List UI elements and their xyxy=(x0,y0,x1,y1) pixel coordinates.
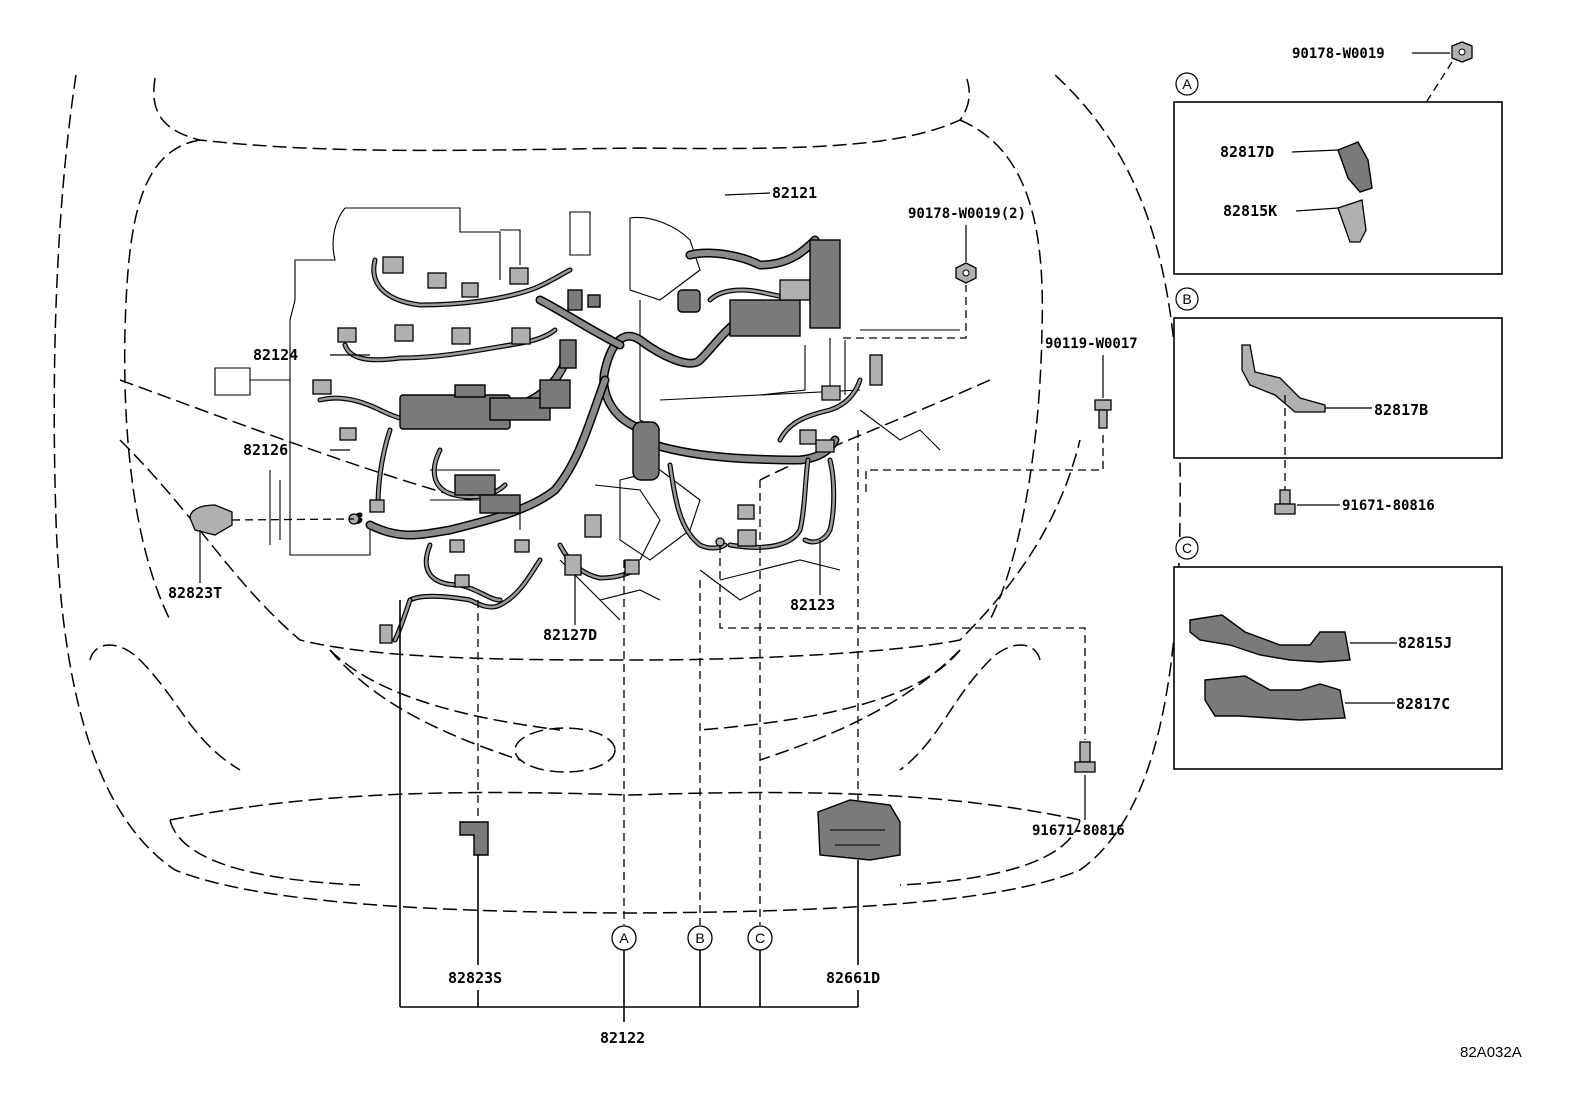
vehicle-outline xyxy=(53,74,1181,914)
clamp-82815k-icon xyxy=(1337,199,1367,243)
bolt-91671-detail-icon xyxy=(1274,489,1296,515)
junction-block-82661d-icon xyxy=(817,799,901,861)
svg-text:A: A xyxy=(619,930,629,946)
nut-90178-detail-icon xyxy=(1451,41,1473,63)
label-82123: 82123 xyxy=(790,596,835,614)
callout-c: C xyxy=(747,925,773,951)
label-82124: 82124 xyxy=(253,346,298,364)
label-82122: 82122 xyxy=(600,1029,645,1047)
callout-a: A xyxy=(611,925,637,951)
label-82823t: 82823T xyxy=(168,584,222,602)
protector-82815j-icon xyxy=(1189,614,1351,663)
clamp-82823t-icon xyxy=(189,504,233,536)
figure-id: 82A032A xyxy=(1460,1044,1522,1061)
detail-panel-a: A 90178-W0019 82817D 82815K xyxy=(1173,41,1503,275)
label-82815j: 82815J xyxy=(1398,634,1452,652)
panel-b-tag: B xyxy=(1182,291,1191,307)
label-90178-w0019-2: 90178-W0019(2) xyxy=(908,206,1026,222)
nut-90178-icon xyxy=(955,262,977,284)
label-82823s: 82823S xyxy=(448,969,502,987)
bolt-91671-icon xyxy=(1074,741,1096,773)
engine-bay-linework xyxy=(214,207,960,621)
protector-82817d-icon xyxy=(1337,141,1373,193)
bolt-90119-icon xyxy=(1094,399,1112,429)
label-82127d: 82127D xyxy=(543,626,597,644)
label-82661d: 82661D xyxy=(826,969,880,987)
leader-lines xyxy=(199,61,1453,1022)
detail-panel-c: C 82815J 82817C xyxy=(1173,536,1503,770)
svg-text:B: B xyxy=(695,930,704,946)
label-90119-w0017: 90119-W0017 xyxy=(1045,336,1138,352)
protector-82817c-icon xyxy=(1204,675,1346,721)
callout-b: B xyxy=(687,925,713,951)
label-82817c: 82817C xyxy=(1396,695,1450,713)
connectors xyxy=(312,239,883,644)
panel-a-tag: A xyxy=(1182,76,1192,92)
detail-panel-b: B 82817B 91671-80816 xyxy=(1173,287,1503,515)
label-82817b: 82817B xyxy=(1374,401,1428,419)
svg-text:C: C xyxy=(755,930,765,946)
label-91671-80816: 91671-80816 xyxy=(1032,823,1125,839)
label-82121: 82121 xyxy=(772,184,817,202)
label-82817d: 82817D xyxy=(1220,143,1274,161)
label-91671-80816-b: 91671-80816 xyxy=(1342,498,1435,514)
label-90178-w0019: 90178-W0019 xyxy=(1292,46,1385,62)
clamp-82823s-icon xyxy=(459,821,489,856)
label-82815k: 82815K xyxy=(1223,202,1277,220)
label-82126: 82126 xyxy=(243,441,288,459)
panel-c-tag: C xyxy=(1182,540,1192,556)
